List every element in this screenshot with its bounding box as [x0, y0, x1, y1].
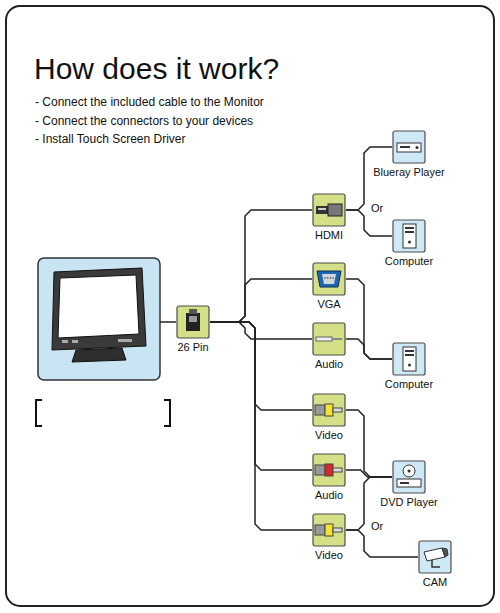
monitor-cable	[160, 321, 176, 323]
icon-box	[176, 305, 210, 339]
icon-box	[392, 460, 426, 494]
connector-label: Computer	[385, 378, 433, 391]
icon-box	[312, 453, 346, 487]
connector-node: HDMI	[310, 193, 348, 242]
icon-box	[312, 262, 346, 296]
connector-node: 26 Pin	[174, 305, 212, 354]
icon-box	[312, 393, 346, 427]
connector-label: Video	[315, 429, 343, 442]
icon-symbol	[312, 513, 346, 547]
connector-node: Audio	[310, 322, 348, 371]
connector-label: Computer	[385, 255, 433, 268]
connector-node: Video	[310, 513, 348, 562]
connector-label: HDMI	[315, 229, 343, 242]
icon-symbol	[392, 130, 426, 164]
cable-line	[210, 279, 312, 322]
icon-box	[418, 540, 452, 574]
connector-label: DVD Player	[380, 496, 437, 509]
monitor-illustration	[38, 258, 160, 380]
connector-label: Video	[315, 549, 343, 562]
cable-line	[210, 210, 312, 322]
connector-node: Audio	[310, 453, 348, 502]
device-node: Computer	[383, 342, 435, 391]
cable-line	[210, 322, 312, 339]
cable-line	[346, 470, 392, 477]
cable-line	[210, 322, 312, 530]
instruction-line: - Install Touch Screen Driver	[35, 132, 186, 147]
connector-label: Blueray Player	[373, 166, 445, 179]
cable-line	[346, 410, 392, 477]
bracket	[36, 400, 170, 426]
cable-line	[346, 210, 392, 236]
icon-symbol	[418, 540, 452, 574]
instruction-line: - Connect the connectors to your devices	[35, 114, 253, 129]
icon-symbol	[312, 262, 346, 296]
icon-symbol	[392, 219, 426, 253]
icon-symbol	[392, 460, 426, 494]
connector-label: Audio	[315, 489, 343, 502]
cable-line	[346, 279, 392, 359]
connector-node: VGA	[310, 262, 348, 311]
icon-symbol	[312, 322, 346, 356]
connector-label: CAM	[423, 576, 447, 589]
device-node: Computer	[383, 219, 435, 268]
icon-box	[312, 513, 346, 547]
connector-node: Video	[310, 393, 348, 442]
device-node: CAM	[416, 540, 454, 589]
connector-label: VGA	[317, 298, 340, 311]
or-label: Or	[371, 520, 383, 533]
instruction-line: - Connect the included cable to the Moni…	[35, 95, 264, 110]
device-node: Blueray Player	[371, 130, 447, 179]
cable-line	[346, 339, 392, 359]
icon-symbol	[312, 453, 346, 487]
or-label: Or	[371, 202, 383, 215]
icon-symbol	[176, 305, 210, 339]
icon-box	[392, 342, 426, 376]
cable-line	[210, 322, 312, 470]
cable-line	[210, 322, 312, 410]
cable-line	[346, 147, 392, 210]
connector-label: 26 Pin	[177, 341, 208, 354]
icon-box	[392, 219, 426, 253]
icon-symbol	[312, 193, 346, 227]
icon-box	[312, 322, 346, 356]
cable-line	[346, 530, 418, 557]
device-node: DVD Player	[378, 460, 439, 509]
outer-frame	[6, 6, 494, 606]
icon-box	[312, 193, 346, 227]
connector-label: Audio	[315, 358, 343, 371]
icon-symbol	[312, 393, 346, 427]
title: How does it work?	[34, 52, 279, 86]
icon-box	[392, 130, 426, 164]
icon-symbol	[392, 342, 426, 376]
